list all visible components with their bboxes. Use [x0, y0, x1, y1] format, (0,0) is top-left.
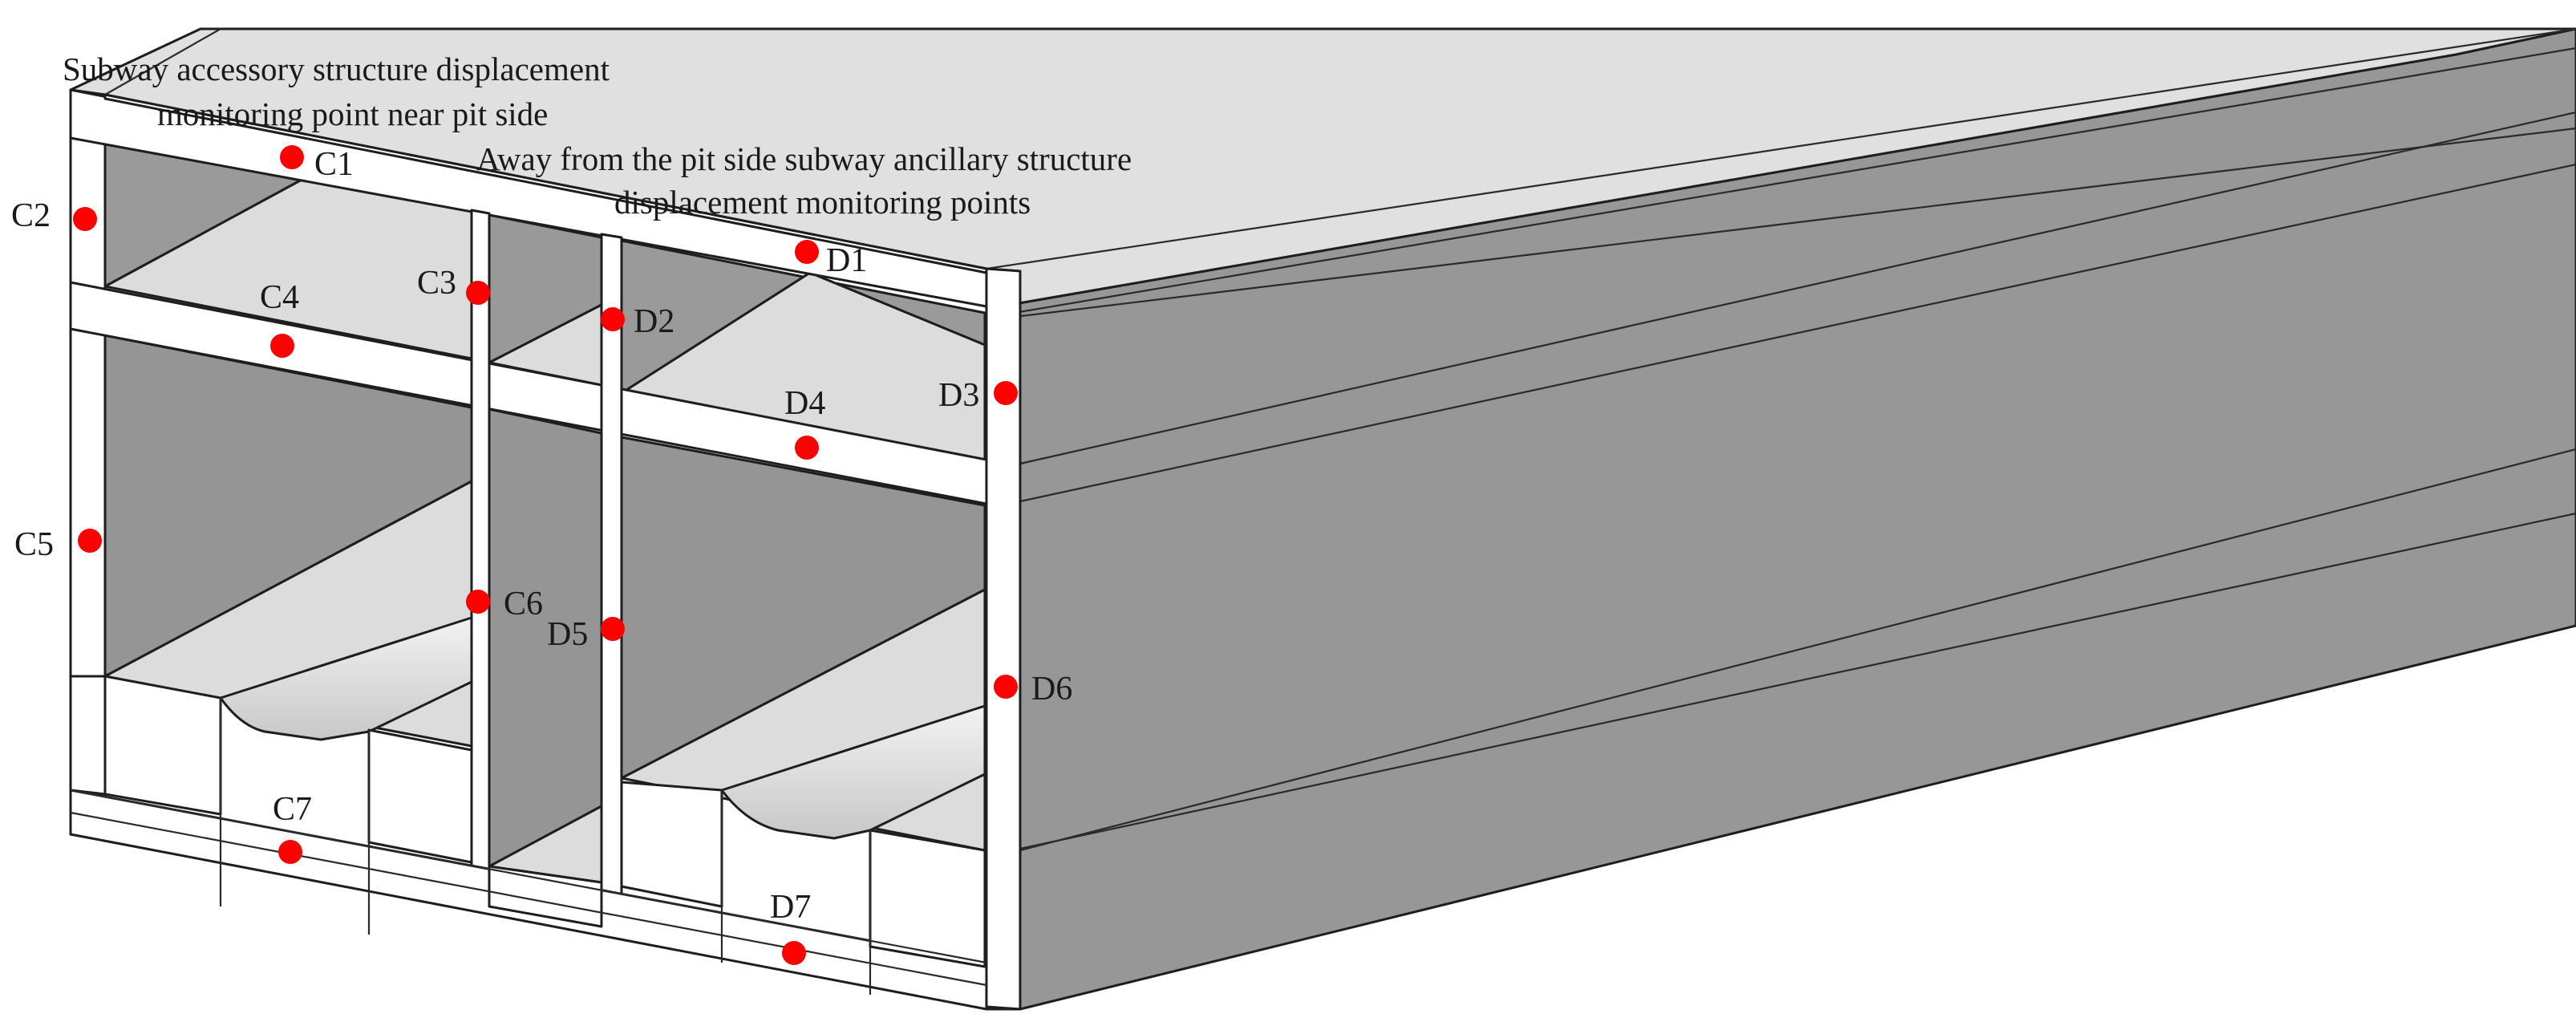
monitoring-point-d6 [994, 675, 1018, 699]
monitoring-point-d5 [601, 617, 625, 641]
monitoring-point-c1 [280, 145, 304, 169]
point-label-d2: D2 [634, 303, 674, 340]
near-side-caption-line1: Subway accessory structure displacement [63, 51, 610, 87]
monitoring-point-d3 [994, 381, 1018, 405]
monitoring-point-c4 [270, 334, 294, 358]
track-bed-right [720, 704, 986, 840]
far-side-caption-line1: Away from the pit side subway ancillary … [476, 140, 1132, 177]
point-label-c4: C4 [260, 279, 299, 316]
monitoring-point-d4 [795, 436, 819, 460]
point-label-d3: D3 [938, 377, 979, 414]
track-bed-left [219, 616, 473, 741]
monitoring-point-c2 [73, 207, 97, 231]
monitoring-point-c3 [466, 281, 490, 305]
point-label-d6: D6 [1031, 671, 1072, 708]
point-label-c5: C5 [14, 526, 54, 563]
monitoring-point-c5 [78, 529, 102, 553]
point-label-c1: C1 [314, 146, 354, 183]
monitoring-point-d7 [782, 941, 806, 965]
point-label-d7: D7 [770, 889, 811, 926]
monitoring-point-c7 [278, 840, 302, 864]
monitoring-point-d1 [795, 240, 819, 264]
far-side-caption-line2: displacement monitoring points [614, 184, 1031, 221]
point-label-c2: C2 [11, 197, 51, 234]
point-label-c3: C3 [417, 265, 456, 302]
monitoring-point-c6 [466, 590, 490, 614]
monitoring-point-d2 [601, 307, 625, 331]
point-label-d5: D5 [547, 616, 588, 653]
point-label-d4: D4 [784, 385, 825, 422]
point-label-d1: D1 [826, 242, 867, 279]
point-label-c7: C7 [273, 791, 312, 828]
near-side-caption-line2: monitoring point near pit side [157, 95, 548, 132]
point-label-c6: C6 [504, 586, 543, 623]
